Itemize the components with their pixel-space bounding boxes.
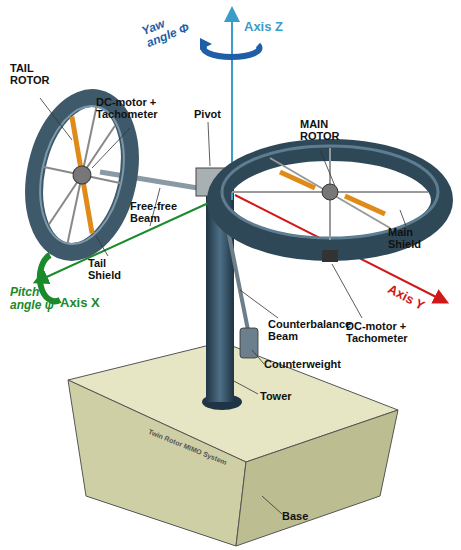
- part-label: DC-motor + Tachometer: [96, 96, 176, 120]
- part-label: Counterbalance Beam: [268, 318, 358, 342]
- part-label: Tail Shield: [88, 257, 138, 281]
- axis-label: Axis Y: [385, 282, 436, 318]
- part-label: Main Shield: [388, 226, 438, 250]
- part-label: DC-motor + Tachometer: [346, 320, 426, 344]
- part-label: MAIN ROTOR: [300, 118, 350, 142]
- part-label: Counterweight: [264, 358, 354, 370]
- angle-label: Pitch angle ψ: [10, 286, 54, 312]
- angle-label: Yaw angle Φ: [140, 7, 198, 51]
- part-label: TAIL ROTOR: [10, 62, 60, 86]
- part-label: Tower: [260, 390, 310, 402]
- part-label: Base: [282, 510, 322, 522]
- axis-label: Axis X: [60, 296, 120, 310]
- part-label: Pivot: [194, 108, 234, 120]
- axis-label: Axis Z: [244, 20, 304, 34]
- part-label: Free-free Beam: [130, 200, 190, 224]
